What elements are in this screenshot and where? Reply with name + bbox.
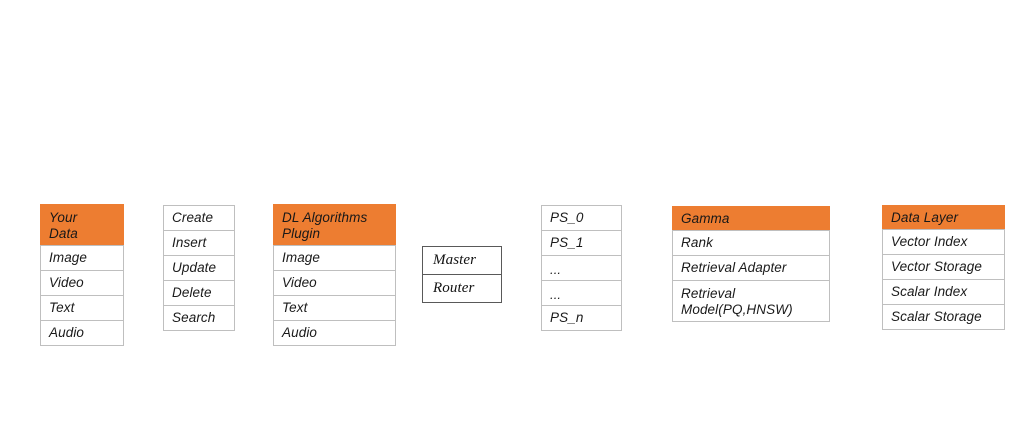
cell-operations-0[interactable]: Create: [163, 205, 235, 231]
cell-master-router-1[interactable]: Router: [422, 274, 502, 303]
cell-operations-3[interactable]: Delete: [163, 280, 235, 306]
cell-parameter-servers-0[interactable]: PS_0: [541, 205, 622, 231]
cell-operations-1[interactable]: Insert: [163, 230, 235, 256]
cell-data-layer-3[interactable]: Scalar Storage: [882, 304, 1005, 330]
cell-dl-algorithms-plugin-3[interactable]: Audio: [273, 320, 396, 346]
cell-parameter-servers-3[interactable]: ...: [541, 280, 622, 306]
column-header-your-data[interactable]: Your Data: [40, 204, 124, 246]
cell-data-layer-2[interactable]: Scalar Index: [882, 279, 1005, 305]
column-header-dl-algorithms-plugin[interactable]: DL Algorithms Plugin: [273, 204, 396, 246]
cell-parameter-servers-2[interactable]: ...: [541, 255, 622, 281]
cell-operations-2[interactable]: Update: [163, 255, 235, 281]
cell-your-data-3[interactable]: Audio: [40, 320, 124, 346]
cell-parameter-servers-1[interactable]: PS_1: [541, 230, 622, 256]
cell-data-layer-0[interactable]: Vector Index: [882, 229, 1005, 255]
column-header-data-layer[interactable]: Data Layer: [882, 205, 1005, 230]
cell-gamma-2[interactable]: Retrieval Model(PQ,HNSW): [672, 280, 830, 322]
cell-your-data-1[interactable]: Video: [40, 270, 124, 296]
cell-parameter-servers-4[interactable]: PS_n: [541, 305, 622, 331]
cell-dl-algorithms-plugin-2[interactable]: Text: [273, 295, 396, 321]
cell-dl-algorithms-plugin-0[interactable]: Image: [273, 245, 396, 271]
column-header-gamma[interactable]: Gamma: [672, 206, 830, 231]
cell-data-layer-1[interactable]: Vector Storage: [882, 254, 1005, 280]
cell-master-router-0[interactable]: Master: [422, 246, 502, 275]
cell-operations-4[interactable]: Search: [163, 305, 235, 331]
cell-gamma-0[interactable]: Rank: [672, 230, 830, 256]
cell-your-data-0[interactable]: Image: [40, 245, 124, 271]
cell-your-data-2[interactable]: Text: [40, 295, 124, 321]
cell-gamma-1[interactable]: Retrieval Adapter: [672, 255, 830, 281]
cell-dl-algorithms-plugin-1[interactable]: Video: [273, 270, 396, 296]
